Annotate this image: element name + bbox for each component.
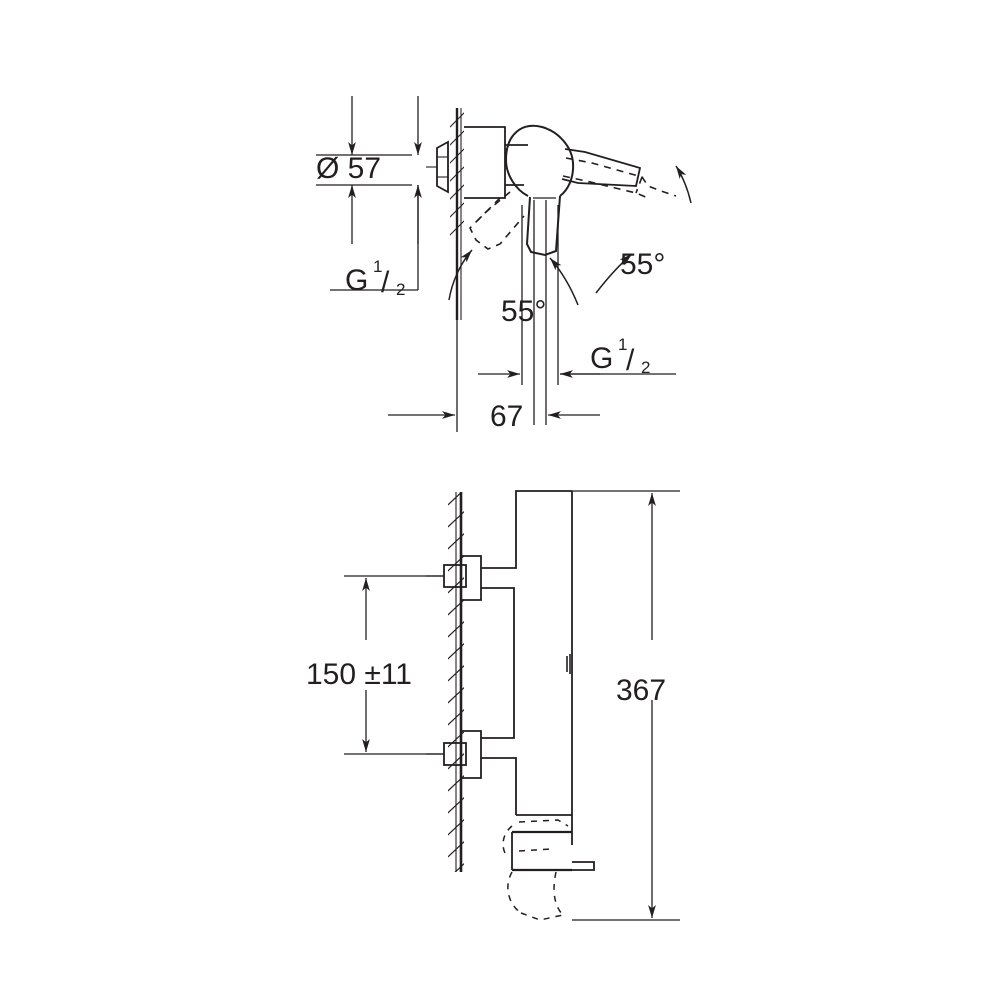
label-centres-150: 150 ±11 (306, 658, 412, 691)
label-diameter-57: Ø 57 (316, 152, 381, 185)
label-height-367: 367 (616, 674, 666, 707)
top-view-flange (426, 140, 449, 194)
dim-thread-upper (330, 185, 419, 291)
angle-right-arrows (595, 165, 692, 294)
top-view-handle-alt-left (469, 191, 525, 250)
side-view-face-notch (566, 654, 571, 674)
top-view-wall (450, 108, 464, 320)
label-angle-right: 55° (620, 248, 665, 281)
side-view-wall (448, 492, 464, 872)
top-view-body (464, 126, 528, 199)
label-thread-upper-numerator: 1 (373, 257, 382, 276)
side-view-group (344, 490, 680, 921)
side-view-spout (511, 814, 595, 872)
top-view-spout-alt-right (562, 157, 677, 199)
label-thread-upper-g: G (345, 264, 368, 297)
top-view-group (316, 96, 692, 432)
side-view-front-face (566, 491, 573, 845)
label-thread-lower-denominator: 2 (641, 358, 650, 377)
top-view-handle-head (505, 124, 575, 197)
top-view-spout (561, 148, 642, 187)
top-view-extension-lines (456, 200, 559, 432)
side-view-lower-escutcheon (461, 730, 482, 779)
label-thread-upper-slash: / (381, 266, 390, 299)
label-thread-lower-numerator: 1 (618, 335, 627, 354)
angle-left-arrows (448, 249, 579, 306)
label-angle-left: 55° (501, 295, 546, 328)
dim-diameter-57 (316, 96, 422, 244)
side-view-body-outline (481, 490, 572, 815)
label-thread-lower-slash: / (626, 344, 635, 377)
top-view-handle-lever (525, 195, 561, 257)
label-depth-67: 67 (490, 400, 523, 433)
label-thread-upper-denominator: 2 (396, 280, 405, 299)
dim-height-367 (572, 490, 680, 921)
dim-centres-150 (344, 575, 444, 755)
side-view-upper-escutcheon (461, 555, 482, 601)
label-thread-lower-g: G (590, 342, 613, 375)
side-view-spout-alt-dashed (502, 819, 569, 921)
